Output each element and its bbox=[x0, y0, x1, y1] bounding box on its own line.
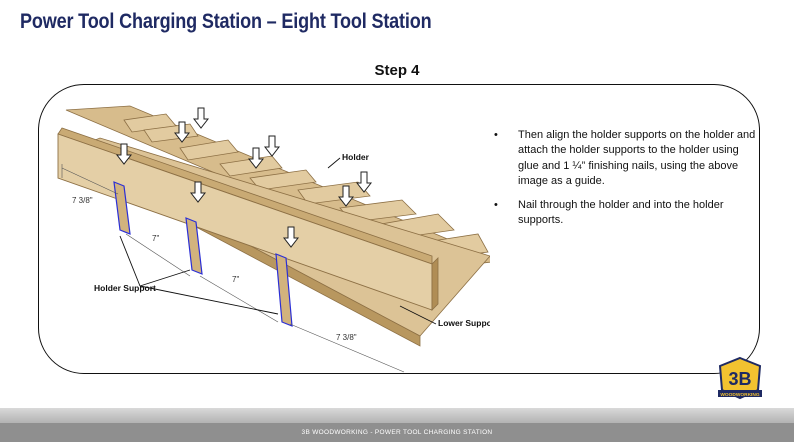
holder-supports bbox=[113, 181, 293, 327]
dim-right-edge: 7 3/8" bbox=[336, 333, 357, 342]
brand-logo: 3B WOODWORKING bbox=[718, 356, 762, 400]
step-heading: Step 4 bbox=[374, 62, 420, 79]
dimension-lines bbox=[61, 164, 405, 373]
footer-bar: 3B WOODWORKING - POWER TOOL CHARGING STA… bbox=[0, 423, 794, 442]
logo-mark: 3B bbox=[728, 369, 751, 389]
instruction-item: Then align the holder supports on the ho… bbox=[494, 128, 756, 190]
leader-lines bbox=[119, 157, 437, 325]
lower-support-label: Lower Support bbox=[438, 318, 490, 328]
instruction-list: Then align the holder supports on the ho… bbox=[494, 128, 756, 236]
dim-gap-two: 7" bbox=[232, 275, 239, 284]
holder-support-label: Holder Support bbox=[94, 283, 156, 293]
dim-gap-one: 7" bbox=[152, 234, 159, 243]
holder-label: Holder bbox=[342, 152, 370, 162]
assembly-drawing: Holder Holder Support Lower Support 7 3/… bbox=[57, 105, 490, 373]
logo-caption: WOODWORKING bbox=[720, 392, 759, 398]
page-title: Power Tool Charging Station – Eight Tool… bbox=[20, 10, 432, 33]
instruction-item: Nail through the holder and into the hol… bbox=[494, 198, 756, 229]
dim-left-edge: 7 3/8" bbox=[72, 196, 93, 205]
content-panel bbox=[38, 84, 760, 374]
holder-board bbox=[57, 127, 439, 311]
